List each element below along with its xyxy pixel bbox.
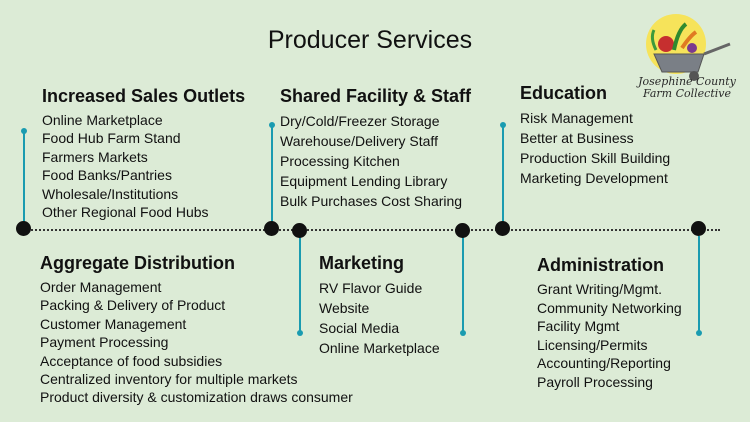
timeline-dot-2: [264, 221, 279, 236]
list-item: Product diversity & customization draws …: [40, 389, 353, 406]
list-item: Website: [319, 300, 370, 316]
stem-marketing: [462, 236, 464, 332]
section-heading: Increased Sales Outlets: [42, 86, 246, 106]
list-item: Payment Processing: [40, 334, 169, 351]
list-item: Dry/Cold/Freezer Storage: [280, 113, 440, 129]
section-shared-facility: Shared Facility & Staff Dry/Cold/Freezer…: [280, 85, 471, 211]
list-item: Production Skill Building: [520, 150, 671, 166]
timeline-dot-5: [495, 221, 510, 236]
list-item: Licensing/Permits: [537, 336, 648, 353]
list-item: Food Banks/Pantries: [42, 167, 172, 184]
stem-end-administration: [696, 330, 702, 336]
timeline-dot-4: [455, 223, 470, 238]
list-item: Accounting/Reporting: [537, 355, 671, 372]
stem-end-marketing: [460, 330, 466, 336]
stem-end-education: [500, 122, 506, 128]
list-item: Grant Writing/Mgmt.: [537, 281, 662, 297]
list-item: Customer Management: [40, 315, 187, 332]
timeline-dot-3: [292, 223, 307, 238]
list-item: Warehouse/Delivery Staff: [280, 133, 438, 149]
logo-line-1: Josephine County: [638, 75, 736, 88]
list-item: Community Networking: [537, 299, 682, 316]
stem-increased-sales: [23, 132, 25, 222]
timeline-dot-6: [691, 221, 706, 236]
farm-collective-logo: [646, 14, 731, 81]
stem-end-increased-sales: [21, 128, 27, 134]
list-item: RV Flavor Guide: [319, 280, 423, 296]
timeline-line: [20, 229, 720, 231]
section-heading: Aggregate Distribution: [40, 253, 236, 273]
list-item: Risk Management: [520, 110, 633, 126]
list-item: Marketing Development: [520, 170, 668, 186]
list-item: Packing & Delivery of Product: [40, 297, 226, 314]
stem-aggregate: [299, 236, 301, 332]
logo-text: Josephine County Farm Collective: [634, 76, 740, 100]
page-title: Producer Services: [267, 26, 473, 54]
stem-end-shared-facility: [269, 122, 275, 128]
list-item: Farmers Markets: [42, 148, 148, 165]
list-item: Order Management: [40, 279, 162, 295]
section-heading: Marketing: [319, 253, 405, 273]
list-item: Better at Business: [520, 130, 634, 146]
section-administration: Administration Grant Writing/Mgmt. Commun…: [537, 254, 682, 392]
list-item: Food Hub Farm Stand: [42, 130, 181, 147]
list-item: Payroll Processing: [537, 373, 653, 390]
section-heading: Shared Facility & Staff: [280, 86, 472, 106]
logo-line-2: Farm Collective: [642, 87, 732, 100]
section-heading: Administration: [537, 255, 665, 275]
list-item: Bulk Purchases Cost Sharing: [280, 193, 463, 209]
timeline-dot-1: [16, 221, 31, 236]
list-item: Online Marketplace: [319, 340, 440, 356]
section-heading: Education: [520, 83, 608, 103]
stem-administration: [698, 236, 700, 332]
list-item: Wholesale/Institutions: [42, 185, 179, 202]
stem-education: [502, 126, 504, 222]
list-item: Facility Mgmt: [537, 318, 620, 335]
list-item: Social Media: [319, 320, 400, 336]
list-item: Equipment Lending Library: [280, 173, 448, 189]
stem-shared-facility: [271, 126, 273, 222]
section-increased-sales: Increased Sales Outlets Online Marketpla…: [42, 85, 245, 221]
stem-end-aggregate: [297, 330, 303, 336]
list-item: Other Regional Food Hubs: [42, 204, 209, 221]
list-item: Processing Kitchen: [280, 153, 400, 169]
list-item: Acceptance of food subsidies: [40, 352, 223, 369]
list-item: Centralized inventory for multiple marke…: [40, 371, 298, 388]
list-item: Online Marketplace: [42, 112, 163, 128]
